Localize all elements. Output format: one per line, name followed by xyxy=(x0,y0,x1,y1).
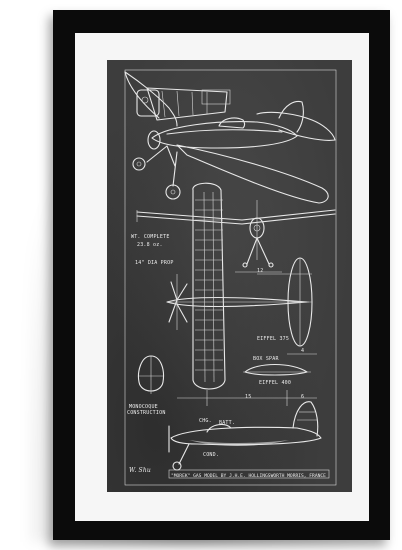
note-airfoil-bottom: EIFFEL 400 xyxy=(259,380,292,386)
plan-view-airplane xyxy=(136,210,317,355)
airfoil-sections xyxy=(243,364,311,376)
blueprint-print: WT. COMPLETE 23.8 oz. 14" DIA PROP EIFFE… xyxy=(107,60,352,492)
note-dim-12: 12 xyxy=(257,268,264,274)
note-cond: COND. xyxy=(203,452,220,458)
front-view-airplane xyxy=(136,200,336,273)
note-construction: CONSTRUCTION xyxy=(127,410,166,416)
blueprint-title-strip: "MOREK" GAS MODEL BY J.H.E. HOLLINGSWORT… xyxy=(171,474,326,479)
monocoque-section xyxy=(137,355,165,394)
note-dim-15: 15 xyxy=(245,394,252,400)
note-airfoil-top: EIFFEL 375 xyxy=(257,336,290,342)
note-box-spar: BOX SPAR xyxy=(253,356,279,362)
note-monocoque: MONOCOQUE xyxy=(129,404,158,410)
note-batt: BATT. xyxy=(219,420,236,426)
note-dim-6: 6 xyxy=(301,394,305,400)
artist-signature: W. Shu xyxy=(129,467,151,474)
print-border xyxy=(124,69,337,486)
note-chg: CHG. xyxy=(199,418,212,424)
title-box xyxy=(168,469,330,479)
note-dim-4: 4 xyxy=(301,348,305,354)
side-view-airplane xyxy=(168,390,322,471)
note-wt-complete: WT. COMPLETE xyxy=(131,234,170,240)
perspective-airplane xyxy=(124,71,336,204)
note-weight: 23.8 oz. xyxy=(137,242,163,248)
blueprint-drawing xyxy=(124,69,337,486)
note-prop: 14" DIA PROP xyxy=(135,260,174,266)
center-wing-plan xyxy=(192,182,226,390)
